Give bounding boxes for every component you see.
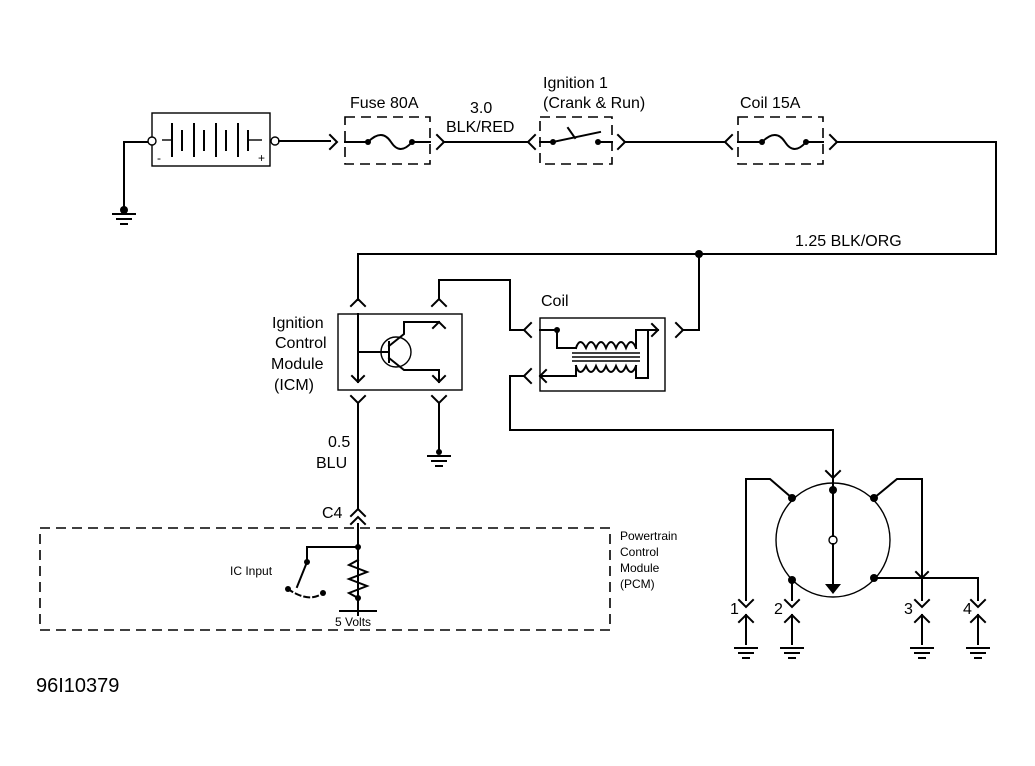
- ignition-switch: Ignition 1 (Crank & Run): [539, 75, 645, 165]
- spark-plug-3: 3: [904, 598, 934, 659]
- ignition-coil: Coil: [538, 293, 666, 392]
- spark-plug-1-label: 1: [730, 601, 739, 618]
- connector-c4-label: C4: [322, 505, 343, 522]
- fuse-coil-15a: Coil 15A: [737, 95, 824, 165]
- pcm-label-3: Module: [620, 561, 660, 575]
- five-volts-label: 5 Volts: [335, 615, 371, 629]
- coil-label: Coil: [541, 293, 569, 310]
- wire-blk-org: [357, 141, 997, 301]
- battery: - +: [123, 112, 280, 207]
- battery-positive-label: +: [258, 151, 265, 165]
- ic-input-label: IC Input: [230, 564, 273, 578]
- wire-icm-to-coil: [438, 279, 525, 331]
- wire-coil-to-distributor: [509, 375, 834, 479]
- pcm-label-4: (PCM): [620, 577, 655, 591]
- battery-negative-label: -: [157, 151, 161, 165]
- spark-plug-3-label: 3: [904, 601, 913, 618]
- wire-main-color: BLK/RED: [446, 119, 514, 136]
- spark-plug-2: 2: [774, 598, 804, 659]
- spark-plug-4: 4: [963, 598, 990, 659]
- icm-label-2: Control: [275, 335, 327, 352]
- powertrain-control-module: IC Input 5 Volts Powertrain Control Modu…: [39, 523, 677, 631]
- battery-ground-icon: [112, 206, 136, 225]
- pcm-label-2: Control: [620, 545, 659, 559]
- wire-main-gauge: 3.0: [470, 100, 492, 117]
- ignition-label-1: Ignition 1: [543, 75, 608, 92]
- pcm-label-1: Powertrain: [620, 529, 677, 543]
- wire-signal-color: BLU: [316, 455, 347, 472]
- spark-plug-1: 1: [730, 598, 758, 659]
- fuse-80a-label: Fuse 80A: [350, 95, 419, 112]
- wire-signal-gauge: 0.5: [328, 434, 350, 451]
- icm-label-3: Module: [271, 356, 324, 373]
- ignition-label-2: (Crank & Run): [543, 95, 645, 112]
- icm-label-1: Ignition: [272, 315, 324, 332]
- wire-feed-label: 1.25 BLK/ORG: [795, 233, 902, 250]
- ignition-control-module: Ignition Control Module (ICM): [271, 297, 463, 405]
- figure-id: 96I10379: [36, 675, 119, 697]
- icm-label-4: (ICM): [274, 377, 314, 394]
- fuse-15a-label: Coil 15A: [740, 95, 801, 112]
- spark-plug-4-label: 4: [963, 601, 972, 618]
- spark-plug-2-label: 2: [774, 601, 783, 618]
- distributor: [745, 477, 979, 601]
- icm-ground-icon: [427, 449, 451, 467]
- fuse-80a: Fuse 80A: [344, 95, 431, 165]
